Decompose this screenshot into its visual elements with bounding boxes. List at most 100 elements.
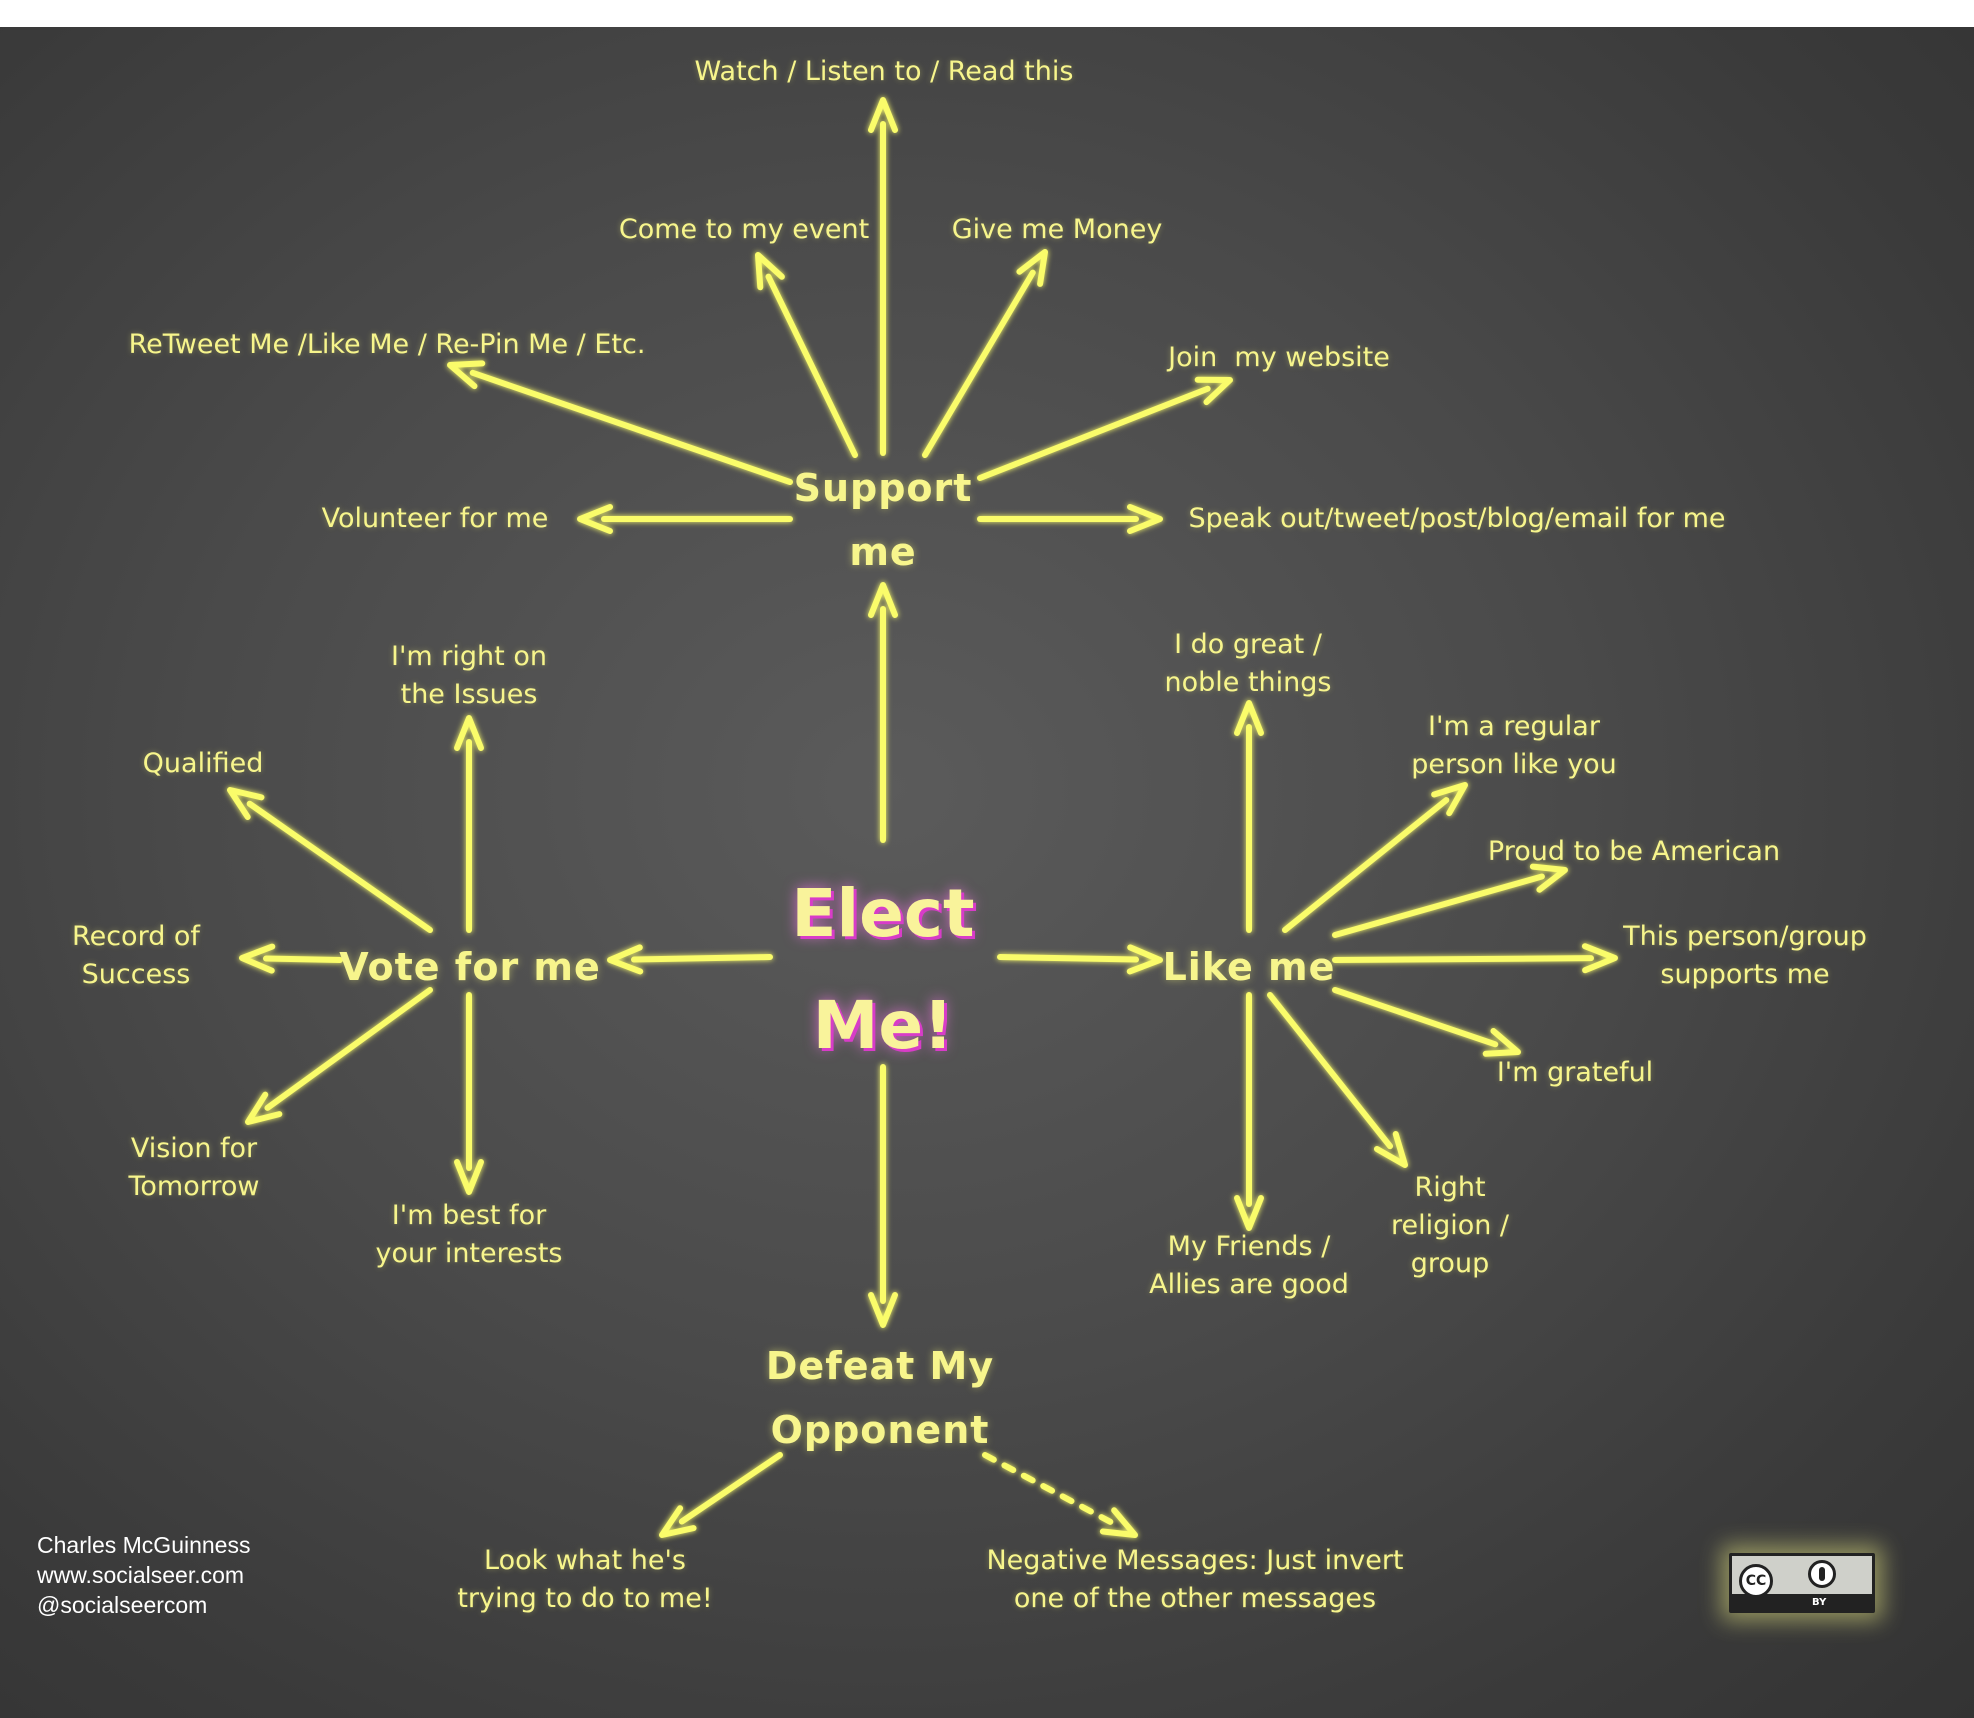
arrow-support-retweet	[447, 360, 793, 485]
arrow-support-volunteer-head	[577, 504, 613, 534]
arrow-vote-issues-head	[454, 715, 484, 751]
arrow-like-grateful-head	[1482, 1028, 1521, 1057]
arrow-vote-interests	[454, 992, 484, 1195]
arrow-center-to-like-head	[1126, 944, 1163, 975]
label-look-what-hes-doing: Look what he's trying to do to me!	[457, 1545, 713, 1614]
arrow-vote-vision-head	[245, 1091, 283, 1125]
center-title: Elect Me!	[791, 875, 975, 1064]
cc-by-label: BY	[1812, 1597, 1827, 1608]
arrow-center-to-support	[868, 582, 898, 843]
arrow-support-event	[755, 252, 858, 458]
arrow-center-to-vote-shaft	[630, 954, 773, 963]
arrow-like-grateful	[1332, 987, 1521, 1057]
label-regular-person: I'm a regular person like you	[1411, 711, 1617, 780]
arrow-support-money-head	[1016, 249, 1048, 287]
arrow-like-regular	[1282, 782, 1468, 933]
arrow-like-american-shaft	[1332, 873, 1545, 938]
hub-defeat-opponent: Defeat My Opponent	[765, 1344, 995, 1452]
label-best-for-interests: I'm best for your interests	[375, 1200, 563, 1269]
arrow-support-money-shaft	[922, 269, 1036, 458]
arrow-like-supports-shaft	[1332, 955, 1595, 963]
arrow-support-retweet-shaft	[469, 369, 793, 485]
arrow-like-friends	[1234, 992, 1264, 1231]
arrow-support-speak-head	[1127, 504, 1163, 534]
label-come-to-event: Come to my event	[618, 214, 870, 245]
arrow-vote-record-shaft	[262, 955, 343, 963]
arrow-center-to-defeat-head	[868, 1292, 898, 1328]
arrow-support-retweet-head	[447, 360, 486, 390]
label-grateful: I'm grateful	[1496, 1057, 1654, 1088]
arrow-vote-interests-head	[454, 1159, 484, 1195]
arrow-like-regular-shaft	[1282, 797, 1450, 933]
author-website: www.socialseer.com	[37, 1562, 245, 1588]
arrow-support-website	[977, 376, 1233, 481]
arrow-vote-record	[239, 943, 343, 974]
arrow-like-friends-head	[1234, 1195, 1264, 1231]
arrow-like-religion-shaft	[1267, 992, 1394, 1150]
label-speak-out: Speak out/tweet/post/blog/email for me	[1188, 503, 1726, 534]
arrow-like-regular-head	[1431, 782, 1468, 817]
arrow-like-american-head	[1529, 863, 1568, 893]
label-watch-listen-read: Watch / Listen to / Read this	[694, 56, 1074, 87]
arrow-vote-vision	[245, 987, 433, 1125]
arrow-like-supports	[1332, 943, 1618, 974]
arrow-support-volunteer	[577, 504, 793, 534]
arrow-vote-issues	[454, 715, 484, 933]
arrow-like-religion	[1267, 992, 1408, 1168]
label-person-group-supports: This person/group supports me	[1623, 921, 1867, 990]
author-name: Charles McGuinness	[37, 1532, 251, 1558]
label-join-website: Join my website	[1168, 342, 1390, 373]
arrow-vote-vision-shaft	[264, 987, 433, 1111]
arrow-center-to-vote	[607, 944, 773, 975]
hub-vote-for-me: Vote for me	[339, 945, 601, 989]
arrow-defeat-negative	[982, 1452, 1138, 1538]
arrow-like-american	[1332, 863, 1568, 938]
label-vision-tomorrow: Vision for Tomorrow	[128, 1133, 260, 1202]
arrow-defeat-negative-shaft	[982, 1452, 1117, 1527]
arrow-support-money	[922, 249, 1048, 458]
arrow-support-website-head	[1194, 376, 1233, 406]
label-volunteer: Volunteer for me	[321, 503, 549, 534]
arrow-vote-qualified-shaft	[246, 800, 433, 933]
arrow-like-noble	[1234, 700, 1264, 933]
arrow-center-to-support-head	[868, 582, 898, 618]
arrow-support-watch-head	[868, 97, 898, 133]
label-right-religion: Right religion / group	[1390, 1172, 1510, 1279]
label-record-of-success: Record of Success	[72, 921, 200, 990]
label-right-on-issues: I'm right on the Issues	[391, 641, 547, 710]
arrow-vote-qualified-head	[227, 787, 265, 821]
author-credit: Charles McGuinness www.socialseer.com @s…	[37, 1530, 250, 1620]
label-great-noble-things: I do great / noble things	[1164, 629, 1332, 698]
arrow-like-religion-head	[1373, 1131, 1408, 1168]
arrow-like-noble-head	[1234, 700, 1264, 736]
arrow-defeat-negative-head	[1099, 1507, 1138, 1538]
arrow-support-website-shaft	[977, 385, 1211, 481]
arrow-support-event-head	[755, 252, 785, 291]
label-negative-messages: Negative Messages: Just invert one of th…	[986, 1545, 1404, 1614]
arrow-defeat-look	[659, 1452, 783, 1538]
cc-icon: CC	[1739, 1564, 1773, 1598]
label-qualified: Qualified	[142, 748, 264, 779]
hub-like-me: Like me	[1162, 945, 1336, 989]
label-give-money: Give me Money	[951, 214, 1163, 245]
creative-commons-badge: CC BY	[1729, 1553, 1875, 1613]
arrow-defeat-look-head	[659, 1505, 697, 1538]
attribution-person-icon	[1808, 1560, 1836, 1588]
arrow-center-to-defeat	[868, 1064, 898, 1328]
chalkboard-background	[0, 27, 1974, 1718]
arrow-support-event-shaft	[765, 273, 858, 458]
arrow-like-grateful-shaft	[1332, 987, 1499, 1048]
arrow-support-watch	[868, 97, 898, 456]
author-handle: @socialseercom	[37, 1592, 208, 1618]
arrow-support-speak	[977, 504, 1163, 534]
arrow-center-to-like-shaft	[997, 954, 1140, 963]
arrow-center-to-vote-head	[607, 944, 644, 975]
hub-support-me: Support me	[793, 466, 973, 574]
cc-badge-band	[1732, 1594, 1872, 1610]
arrow-defeat-look-shaft	[678, 1452, 783, 1525]
arrow-vote-qualified	[227, 787, 433, 933]
label-retweet: ReTweet Me /Like Me / Re-Pin Me / Etc.	[128, 329, 646, 360]
arrow-vote-record-head	[239, 943, 276, 974]
label-friends-allies: My Friends / Allies are good	[1149, 1231, 1349, 1300]
